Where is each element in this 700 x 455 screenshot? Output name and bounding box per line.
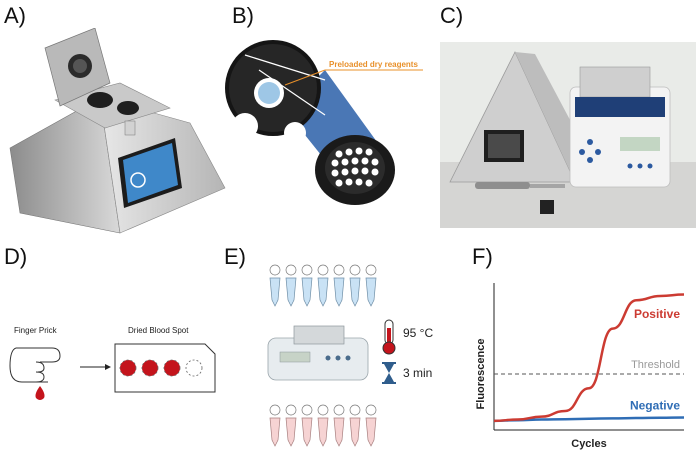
negative-label: Negative	[630, 398, 680, 412]
positive-label: Positive	[634, 307, 680, 321]
panel-label-d: D)	[4, 244, 28, 269]
preloaded-reagents-callout: Preloaded dry reagents	[329, 60, 418, 69]
series-line-positive	[493, 293, 685, 423]
panel-label-b: B)	[232, 3, 254, 28]
dried-blood-spot-label: Dried Blood Spot	[128, 326, 189, 335]
panel-c-photo	[440, 42, 696, 228]
panel-b-cartridge-illustration: Preloaded dry reagents	[225, 30, 440, 210]
threshold-label: Threshold	[631, 359, 680, 371]
panel-e-heat-step: 95 °C 3 min	[258, 258, 468, 453]
panel-label-a: A)	[4, 3, 26, 28]
thermometer-icon	[382, 319, 396, 355]
blood-drop-icon	[35, 386, 45, 400]
panel-label-e: E)	[224, 244, 246, 269]
panel-label-c: C)	[440, 3, 464, 28]
hand-icon	[9, 347, 61, 383]
panel-a-device-illustration	[0, 28, 230, 238]
time-label: 3 min	[403, 366, 433, 380]
x-axis-label: Cycles	[571, 438, 606, 450]
tube-row-bottom	[269, 404, 377, 447]
panel-d-blood-spot: Finger Prick Dried Blood Spot	[0, 310, 225, 420]
hourglass-icon	[382, 362, 396, 384]
finger-prick-label: Finger Prick	[14, 326, 57, 335]
amplification-chart: Fluorescence Cycles Positive Threshold N…	[475, 283, 685, 450]
panel-label-f: F)	[472, 244, 493, 269]
y-axis-label: Fluorescence	[475, 339, 487, 410]
heat-block-icon	[267, 325, 369, 381]
panel-f-chart: Fluorescence Cycles Positive Threshold N…	[470, 278, 696, 453]
tube-row-top	[269, 264, 377, 307]
temperature-label: 95 °C	[403, 326, 434, 340]
